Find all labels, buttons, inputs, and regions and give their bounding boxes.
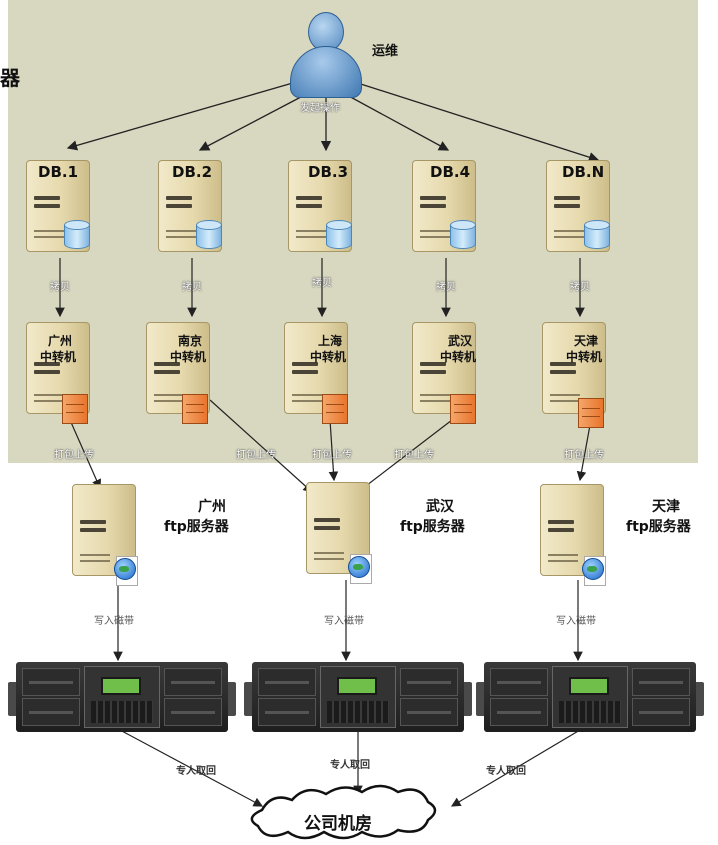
globe-icon (582, 558, 604, 580)
edge-label-upload: 打包上传 (564, 450, 604, 461)
ops-user-icon (290, 12, 362, 98)
edge-label-copy: 拷贝 (570, 282, 590, 293)
edge-user-db4 (333, 87, 450, 151)
relay-city: 天津 (574, 334, 599, 348)
edge-label-write-tape: 写入磁带 (94, 616, 134, 627)
db-label: DB.4 (430, 163, 471, 181)
firewall-icon (322, 394, 348, 424)
edge-user-dbn (341, 77, 600, 163)
db-server-icon (158, 160, 222, 252)
ftp-city: 广州 (198, 499, 226, 515)
edge-user-db1 (66, 77, 311, 151)
database-icon (450, 220, 476, 252)
ftp-type: ftp服务器 (164, 519, 229, 535)
firewall-icon (450, 394, 476, 424)
company-room-cloud (250, 784, 437, 840)
edge-label-retrieve: 专人取回 (330, 760, 370, 771)
edge-user-db2 (198, 87, 319, 151)
relay-type: 中转机 (310, 350, 347, 364)
edge-label-copy: 拷贝 (436, 282, 456, 293)
edge-label-upload: 打包上传 (312, 450, 352, 461)
firewall-icon (182, 394, 208, 424)
database-icon (326, 220, 352, 252)
user-caption: 发起操作 (300, 103, 340, 114)
edge-label-copy: 拷贝 (182, 282, 202, 293)
edge-label-write-tape: 写入磁带 (556, 616, 596, 627)
edge-label-retrieve: 专人取回 (486, 766, 526, 777)
user-role-label: 运维 (372, 44, 399, 59)
edge-label-retrieve: 专人取回 (176, 766, 216, 777)
database-icon (196, 220, 222, 252)
db-label: DB.2 (172, 163, 213, 181)
db-label: DB.1 (38, 163, 79, 181)
edge-label-copy: 拷贝 (50, 282, 70, 293)
clipped-left-char: 器 (0, 66, 20, 90)
globe-icon (114, 558, 136, 580)
globe-icon (348, 556, 370, 578)
relay-city: 南京 (178, 334, 203, 348)
edge-label-copy: 拷贝 (312, 278, 332, 289)
relay-city: 广州 (48, 334, 73, 348)
tape-library-icon (476, 662, 704, 732)
edge-label-upload: 打包上传 (394, 450, 434, 461)
relay-type: 中转机 (566, 350, 603, 364)
database-icon (584, 220, 610, 252)
destination-label: 公司机房 (304, 814, 372, 834)
tape-library-icon (244, 662, 472, 732)
firewall-icon (62, 394, 88, 424)
ftp-city: 天津 (652, 499, 680, 515)
relay-city: 武汉 (448, 334, 473, 348)
ftp-type: ftp服务器 (626, 519, 691, 535)
db-label: DB.N (562, 163, 605, 181)
relay-type: 中转机 (440, 350, 477, 364)
ftp-city: 武汉 (426, 499, 454, 515)
edge-label-write-tape: 写入磁带 (324, 616, 364, 627)
database-icon (64, 220, 90, 252)
ftp-type: ftp服务器 (400, 519, 465, 535)
edge-label-upload: 打包上传 (236, 450, 276, 461)
firewall-icon (578, 398, 604, 428)
edge-label-upload: 打包上传 (54, 450, 94, 461)
relay-city: 上海 (318, 334, 343, 348)
tape-library-icon (8, 662, 236, 732)
relay-type: 中转机 (170, 350, 207, 364)
db-label: DB.3 (308, 163, 349, 181)
relay-type: 中转机 (40, 350, 77, 364)
